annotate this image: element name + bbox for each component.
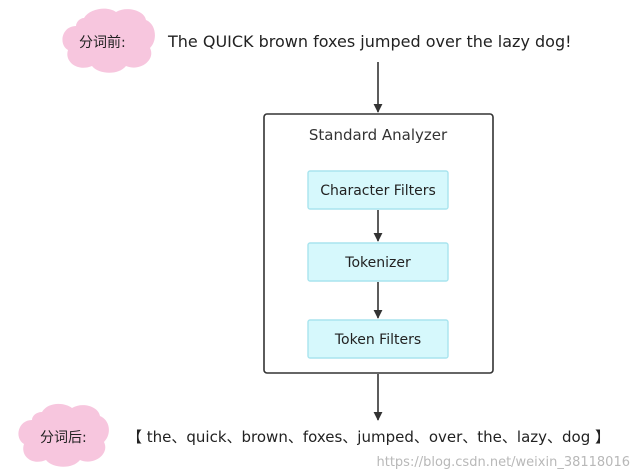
before-cloud-tag: 分词前:: [62, 8, 155, 73]
watermark: https://blog.csdn.net/weixin_38118016: [376, 455, 630, 470]
analyzer-title: Standard Analyzer: [309, 126, 448, 144]
stage-tokenizer: Tokenizer: [307, 242, 449, 282]
stage-token-filters-box: [307, 319, 449, 359]
before-cloud-shape: [62, 8, 155, 73]
stage-tokenizer-box: [307, 242, 449, 282]
stage-character-filters: Character Filters: [307, 170, 449, 210]
stage-character-filters-box: [307, 170, 449, 210]
after-cloud-shape: [18, 403, 109, 467]
stage-token-filters: Token Filters: [307, 319, 449, 359]
stage-character-filters-label: Character Filters: [320, 183, 436, 199]
after-cloud-tag: 分词后:: [18, 403, 109, 467]
stage-token-filters-label: Token Filters: [334, 332, 421, 348]
stage-tokenizer-label: Tokenizer: [344, 255, 411, 271]
before-tag-label: 分词前:: [79, 34, 126, 51]
after-tag-label: 分词后:: [40, 430, 87, 446]
output-tokens: 【 the、quick、brown、foxes、jumped、over、the、…: [127, 428, 610, 446]
input-sentence: The QUICK brown foxes jumped over the la…: [167, 32, 572, 51]
